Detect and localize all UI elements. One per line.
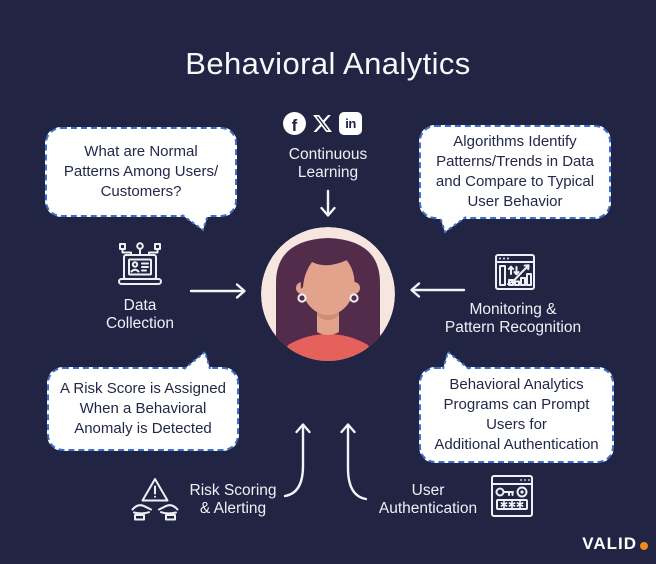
speech-bubble-top-right: Algorithms Identify Patterns/Trends in D… [419,125,611,219]
linkedin-glyph: in [345,115,356,131]
x-twitter-icon[interactable] [311,112,334,135]
speech-bubble-top-left: What are Normal Patterns Among Users/ Cu… [45,127,237,217]
speech-bubble-tail-bottom-right [442,350,470,370]
social-icons: f in [283,112,362,135]
user-avatar [261,227,395,361]
risk-scoring-alerting-icon [131,478,179,521]
arrow-continuous-learning [320,189,336,217]
linkedin-icon[interactable]: in [339,112,362,135]
brand-dot-icon [640,541,648,550]
speech-bubble-tail-top-right [439,216,467,234]
speech-bubble-bottom-right: Behavioral Analytics Programs can Prompt… [419,367,614,463]
monitoring-pattern-recognition-icon [495,254,535,290]
label-monitoring: Monitoring & Pattern Recognition [444,301,582,337]
label-data-collection: Data Collection [105,297,175,333]
arrow-monitoring [410,282,466,298]
label-user-authentication: User Authentication [378,482,478,518]
data-collection-icon [118,242,162,285]
user-authentication-icon [491,475,533,517]
facebook-icon[interactable]: f [283,112,306,135]
speech-bubble-tail-bottom-left [183,350,211,370]
brand-logo: VALID [582,534,648,554]
label-continuous-learning: Continuous Learning [288,146,368,182]
label-risk-scoring: Risk Scoring & Alerting [189,482,277,518]
arrow-data-collection [189,283,246,299]
x-logo-glyph [313,114,332,133]
speech-bubble-tail-top-left [181,214,209,232]
page-title: Behavioral Analytics [185,46,471,81]
facebook-glyph: f [291,116,298,135]
speech-bubble-bottom-left: A Risk Score is Assigned When a Behavior… [47,367,239,451]
brand-name: VALID [582,534,637,553]
